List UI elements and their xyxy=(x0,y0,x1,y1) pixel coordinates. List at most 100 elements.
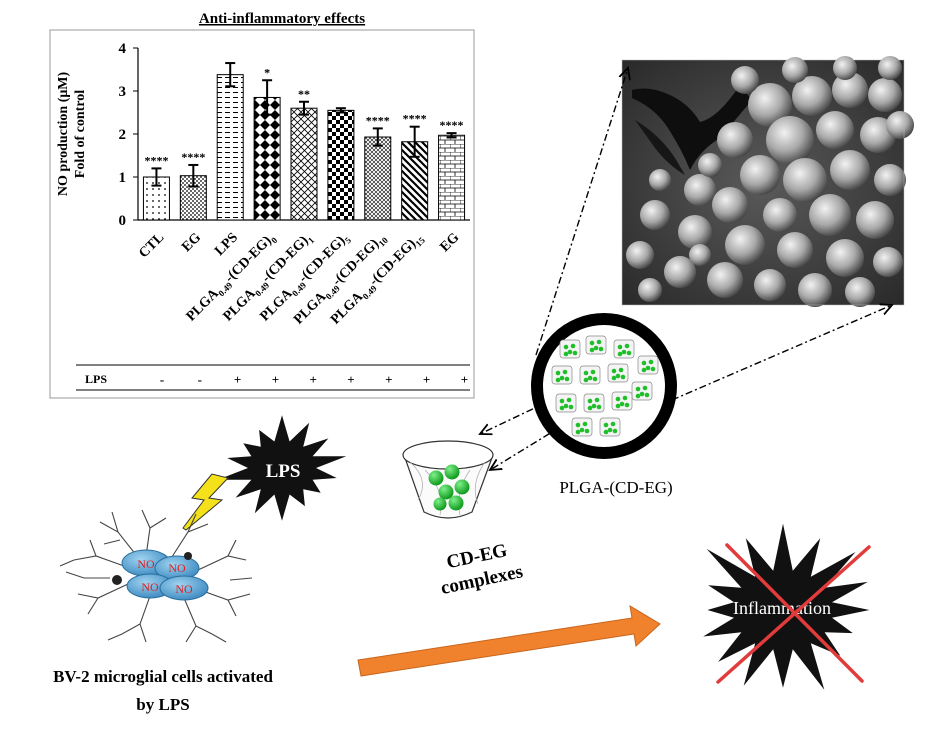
lightning-bolt-icon xyxy=(182,473,229,531)
mini-bead xyxy=(641,360,647,366)
lps-starburst-icon xyxy=(217,415,347,521)
mini-cup xyxy=(631,381,653,401)
mini-bead xyxy=(615,396,621,402)
plga-particle xyxy=(531,313,677,459)
cell-branch xyxy=(227,539,237,557)
sem-sphere xyxy=(878,56,902,80)
mini-bead xyxy=(587,398,593,404)
sem-sphere xyxy=(798,273,832,307)
sem-sphere xyxy=(809,194,851,236)
mini-bead xyxy=(567,349,573,355)
cell-branch xyxy=(107,633,123,641)
no-label: NO xyxy=(141,580,159,594)
bar xyxy=(216,74,244,221)
mini-cup xyxy=(585,335,607,355)
sem-sphere xyxy=(830,150,870,190)
no-label: NO xyxy=(175,582,193,596)
mini-cup xyxy=(613,339,635,359)
sem-sphere xyxy=(886,111,914,139)
cell-branch xyxy=(87,597,99,615)
lps-burst-label: LPS xyxy=(266,461,301,482)
sem-sphere xyxy=(664,256,696,288)
green-bead xyxy=(444,464,460,480)
mini-cup xyxy=(611,391,633,411)
cell-caption-line2: by LPS xyxy=(136,695,189,714)
mini-bead xyxy=(619,401,625,407)
sem-micrograph xyxy=(621,56,914,307)
mini-bead xyxy=(620,374,626,380)
y-tick-label: 3 xyxy=(119,84,127,100)
cell-branch xyxy=(197,555,247,571)
sem-spheres xyxy=(626,56,914,307)
no-label: NO xyxy=(168,561,186,575)
mini-bead xyxy=(644,392,650,398)
sem-sphere xyxy=(868,78,902,112)
bar xyxy=(327,109,355,221)
mini-cup xyxy=(607,363,629,383)
mini-bead xyxy=(566,397,572,403)
sem-sphere xyxy=(833,56,857,80)
sem-sphere xyxy=(725,225,765,265)
sem-sphere xyxy=(640,200,670,230)
lps-row-value: + xyxy=(234,372,241,387)
mini-bead xyxy=(594,397,600,403)
mini-bead xyxy=(624,402,630,408)
y-axis-label-line2: Fold of control xyxy=(73,90,88,179)
green-bead xyxy=(448,495,464,511)
mini-cup xyxy=(551,365,573,385)
mini-bead xyxy=(612,428,618,434)
no-blob xyxy=(159,575,209,601)
sem-sphere xyxy=(845,277,875,307)
cell-nucleus xyxy=(184,552,192,560)
mini-bead xyxy=(596,404,602,410)
sem-sphere xyxy=(731,66,759,94)
green-bead xyxy=(438,484,454,500)
cell-branch xyxy=(185,625,197,643)
particle-cups xyxy=(551,335,659,437)
sem-sphere xyxy=(626,241,654,269)
mini-cup xyxy=(559,339,581,359)
mini-cup xyxy=(583,393,605,413)
sem-crack xyxy=(632,85,752,170)
mini-cup xyxy=(571,417,593,437)
mini-bead xyxy=(603,422,609,428)
sem-sphere xyxy=(832,72,868,108)
cell-branch xyxy=(229,577,253,581)
cell-branch xyxy=(73,555,125,567)
lps-row-value: + xyxy=(423,372,430,387)
cell-branch xyxy=(183,597,213,635)
mini-bead xyxy=(563,344,569,350)
sem-sphere xyxy=(712,187,748,223)
cell-branch xyxy=(89,539,97,557)
sem-sphere xyxy=(707,262,743,298)
lps-row-value: + xyxy=(309,372,316,387)
mini-bead xyxy=(611,368,617,374)
mini-bead xyxy=(603,429,609,435)
mini-bead xyxy=(559,375,565,381)
mini-bead xyxy=(575,429,581,435)
mini-bead xyxy=(589,340,595,346)
significance-label: **** xyxy=(366,113,390,127)
mini-bead xyxy=(622,395,628,401)
cell-branch xyxy=(111,511,119,533)
sem-sphere xyxy=(684,174,716,206)
cell-branch xyxy=(77,583,129,599)
cell-branch xyxy=(227,599,237,617)
mini-bead xyxy=(575,422,581,428)
mini-bead xyxy=(635,386,641,392)
mini-bead xyxy=(610,421,616,427)
sem-sphere xyxy=(698,153,722,177)
arrow-to-sem-top xyxy=(535,68,628,356)
cell-branch xyxy=(149,517,167,529)
green-bead xyxy=(433,497,447,511)
sem-sphere xyxy=(678,215,712,249)
significance-label: ** xyxy=(298,87,310,101)
mini-bead xyxy=(583,370,589,376)
chart-title: Anti-inflammatory effects xyxy=(199,11,365,27)
mini-bead xyxy=(593,345,599,351)
sem-sphere xyxy=(777,232,813,268)
lps-row-value: - xyxy=(198,372,202,387)
mini-bead xyxy=(615,403,621,409)
mini-bead xyxy=(591,403,597,409)
cell-branch xyxy=(103,539,121,545)
